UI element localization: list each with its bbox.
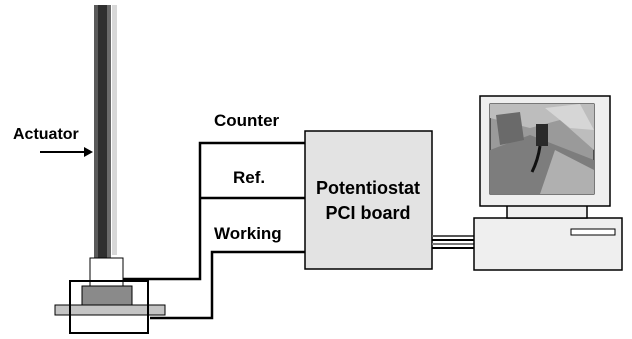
potentiostat-box — [304, 130, 433, 270]
potentiostat-label-line2: PCI board — [325, 203, 410, 223]
pci-cable — [432, 235, 475, 249]
reference-label: Ref. — [233, 168, 265, 187]
working-label: Working — [214, 224, 282, 243]
disk-drive-slot — [570, 228, 616, 236]
counter-wire — [123, 141, 305, 281]
working-wire — [150, 250, 305, 320]
electrochemical-cell — [54, 257, 166, 334]
monitor-stand — [506, 204, 588, 219]
monitor-screen — [489, 103, 595, 195]
actuator-arrow — [40, 147, 93, 157]
actuator-label: Actuator — [13, 126, 79, 143]
actuator-rod — [94, 5, 117, 260]
counter-label: Counter — [214, 111, 280, 130]
potentiostat-label-line1: Potentiostat — [316, 178, 420, 198]
computer-case — [473, 217, 623, 271]
computer — [473, 95, 623, 271]
